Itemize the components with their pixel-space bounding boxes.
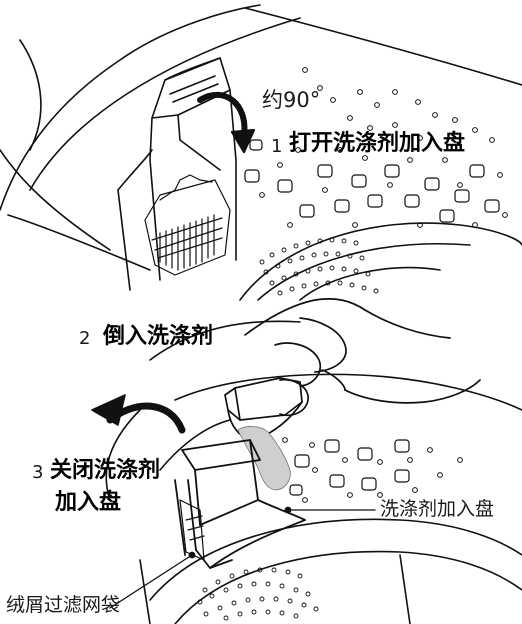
lint-filter-callout-label: 绒屑过滤网袋 bbox=[6, 594, 121, 616]
hand bbox=[244, 298, 481, 417]
dispenser-callout-label: 洗涤剂加入盘 bbox=[380, 498, 495, 520]
bottom-basket-inner bbox=[139, 518, 522, 624]
step1-number: 1 bbox=[271, 136, 283, 157]
lint-filter-leader-dot bbox=[188, 551, 196, 559]
top-basket-dots bbox=[259, 67, 508, 228]
bottom-lint-filter bbox=[179, 499, 205, 561]
top-pulsator bbox=[259, 237, 379, 296]
step1-label: 打开洗涤剂加入盘 bbox=[289, 131, 466, 156]
top-tub-rim bbox=[0, 4, 522, 271]
top-rotate-arrow bbox=[197, 92, 256, 154]
step3-label-line1: 关闭洗涤剂 bbox=[50, 458, 161, 483]
top-basket-holes bbox=[244, 139, 500, 223]
detergent-pour bbox=[237, 426, 291, 491]
top-lint-filter bbox=[144, 174, 231, 276]
dispenser-leader-dot bbox=[284, 506, 292, 514]
bottom-dispenser bbox=[174, 439, 306, 569]
step2-number: 2 bbox=[79, 328, 91, 349]
bottom-close-arrow bbox=[91, 394, 186, 434]
bottom-basket-holes bbox=[289, 439, 410, 496]
bottom-tub-rim bbox=[105, 320, 522, 501]
top-left-outer-wall bbox=[0, 39, 111, 251]
angle-label: 约90° bbox=[262, 88, 321, 112]
step3-number: 3 bbox=[32, 462, 44, 483]
step3-label-line2: 加入盘 bbox=[55, 490, 122, 515]
top-dispenser-housing bbox=[117, 57, 237, 291]
lint-filter-leader-line bbox=[109, 554, 193, 609]
top-basket-inner bbox=[239, 222, 522, 301]
step2-label: 倒入洗涤剂 bbox=[103, 324, 214, 349]
bottom-basket-dots bbox=[282, 437, 463, 503]
bottom-pulsator bbox=[197, 567, 319, 621]
